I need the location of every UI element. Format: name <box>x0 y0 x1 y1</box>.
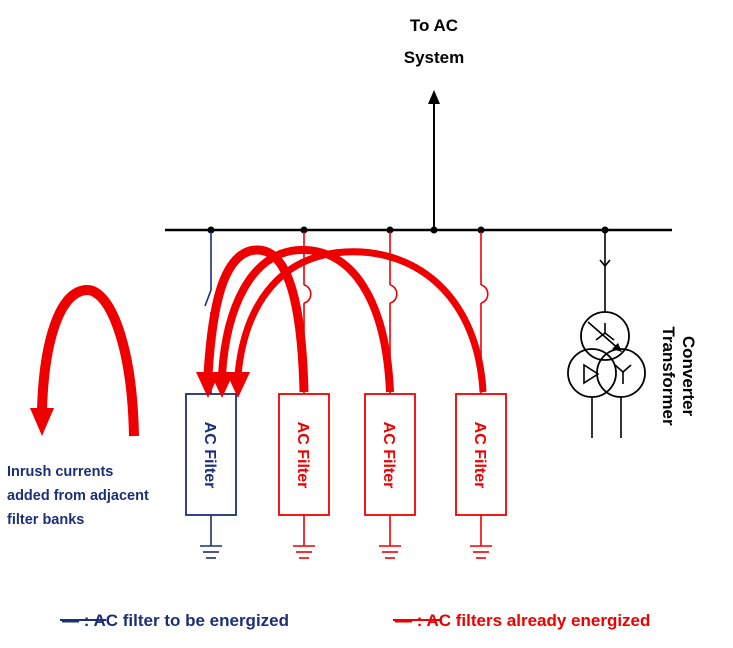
ground-icon-1 <box>200 515 222 559</box>
ground-icon-3 <box>379 515 401 559</box>
inrush-note-line-3: filter banks <box>7 512 84 528</box>
inrush-arrowhead-2 <box>210 372 234 398</box>
ground-icon-2 <box>293 515 315 559</box>
inrush-explanation-arrowhead <box>30 408 54 436</box>
legend: — : AC filter to be energized — : AC fil… <box>60 611 650 630</box>
to-ac-system-arrow-head <box>428 90 440 104</box>
transformer-label-line-1: Converter <box>679 336 698 417</box>
filter-box-3: AC Filter <box>364 393 416 516</box>
filter-label-3: AC Filter <box>380 422 397 489</box>
ground-icon-4 <box>470 515 492 559</box>
title-line-2: System <box>404 48 464 67</box>
legend-red-text: — : AC filters already energized <box>395 611 650 630</box>
filter-label-2: AC Filter <box>294 422 311 489</box>
bus-node-5 <box>601 226 609 234</box>
filter-label-1: AC Filter <box>201 422 218 489</box>
transformer-label-line-2: Transformer <box>659 326 678 426</box>
bus-node-4 <box>477 226 485 234</box>
inrush-arc-from-filter-3 <box>218 245 394 393</box>
bus-node-3 <box>386 226 394 234</box>
filter-box-1: AC Filter <box>185 393 237 516</box>
inrush-arc-from-filter-4 <box>234 248 487 393</box>
bus-node-1 <box>207 226 215 234</box>
converter-transformer-icon <box>567 232 646 438</box>
inrush-arc-from-filter-2 <box>203 245 309 393</box>
inrush-note-line-2: added from adjacent <box>7 488 149 504</box>
inrush-explanation-arc <box>37 285 139 437</box>
bus-node-2 <box>300 226 308 234</box>
filter-label-4: AC Filter <box>471 422 488 489</box>
inrush-arrowhead-3 <box>226 372 250 398</box>
filter-box-2: AC Filter <box>278 393 330 516</box>
inrush-note-line-1: Inrush currents <box>7 464 113 480</box>
filter-box-4: AC Filter <box>455 393 507 516</box>
legend-blue-text: — : AC filter to be energized <box>62 611 289 630</box>
title-line-1: To AC <box>410 16 458 35</box>
inrush-arcs <box>203 245 487 393</box>
bus-node-center <box>430 226 438 234</box>
